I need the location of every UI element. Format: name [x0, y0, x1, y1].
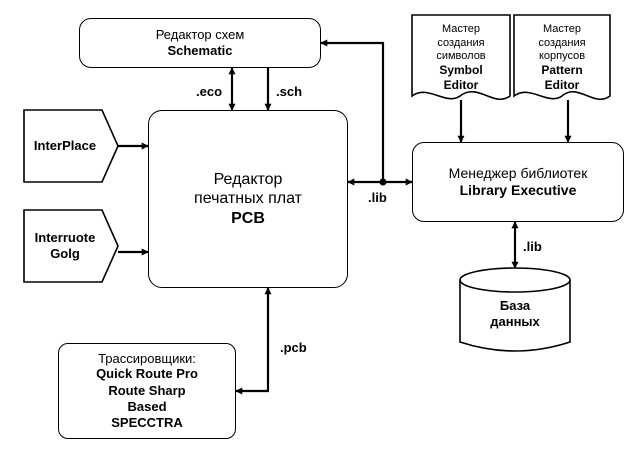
interplace-box: InterPlace [24, 110, 118, 182]
pcb-tracers-arrow [235, 287, 272, 395]
tracer-item: Based [127, 398, 167, 414]
interroute-shape [23, 209, 119, 283]
library-name: Library Executive [459, 182, 577, 198]
eco-label: .eco [196, 84, 223, 99]
interroute-box: Interruote Golg [24, 210, 118, 282]
symbol-editor-shape [411, 14, 511, 101]
symbol-line3: символов [436, 50, 486, 63]
tracer-item: Route Sharp [108, 382, 186, 398]
schematic-title: Редактор схем [155, 27, 245, 43]
interroute-line1: Interruote [34, 230, 96, 246]
symbol-line5: Editor [443, 78, 479, 93]
interplace-label: InterPlace [33, 138, 97, 154]
database-cylinder [459, 280, 571, 352]
pattern-editor-shape [513, 14, 611, 101]
sch-label: .sch [276, 84, 303, 99]
pcb-editor-box: Редактор печатных плат PCB [148, 110, 348, 288]
symbol-line1: Мастер [441, 23, 481, 36]
tracer-item: Quick Route Pro [96, 366, 198, 382]
library-title: Менеджер библиотек [448, 165, 588, 182]
pcb-name: PCB [231, 209, 265, 227]
tracers-box: Трассировщики: Quick Route Pro Route Sha… [58, 343, 236, 439]
pattern-line1: Мастер [542, 23, 582, 36]
pattern-line2: создания [538, 36, 586, 49]
symbol-line2: создания [437, 36, 485, 49]
interplace-shape [23, 109, 119, 183]
junction-dot [379, 178, 387, 186]
library-executive-box: Менеджер библиотек Library Executive [412, 142, 624, 222]
database-line1: База [499, 298, 531, 314]
pattern-line5: Editor [544, 78, 580, 93]
pcb-title-line1: Редактор [213, 171, 283, 189]
pcb-title-line2: печатных плат [194, 190, 302, 208]
symbol-editor-box: Мастер создания символов Symbol Editor [412, 15, 510, 101]
pattern-line3: корпусов [538, 50, 586, 63]
database-box: База данных [460, 268, 570, 352]
interroute-line2: Golg [50, 246, 80, 261]
lib-label-db: .lib [523, 239, 542, 254]
tracer-item: SPECCTRA [111, 415, 183, 431]
database-line2: данных [490, 314, 540, 329]
schematic-editor-box: Редактор схем Schematic [79, 18, 321, 68]
symbol-line4: Symbol [439, 63, 483, 78]
pattern-line4: Pattern [541, 63, 583, 78]
tracers-title: Трассировщики: [98, 350, 196, 366]
schematic-lib-arrow [320, 39, 385, 182]
schematic-name: Schematic [167, 43, 233, 58]
pcb-label: .pcb [280, 340, 307, 355]
lib-label-pcb: .lib [368, 190, 387, 205]
pattern-editor-box: Мастер создания корпусов Pattern Editor [514, 15, 610, 101]
